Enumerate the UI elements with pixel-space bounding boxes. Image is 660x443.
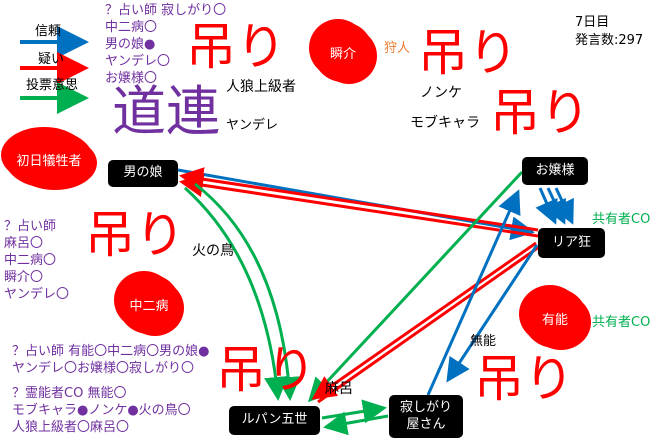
result-line: ？占い師 有能〇中二病〇男の娘● [12,344,210,359]
result-line: 麻呂〇 [4,236,44,251]
node-ojousama[interactable]: お嬢様 [522,157,588,185]
hanged-mark: 吊り [490,84,590,142]
seer-result-bottom: ？占い師 有能〇中二病〇男の娘● ヤンデレ〇お嬢様〇寂しがり〇 [12,343,209,377]
result-line: ヤンデレ〇 [105,54,171,69]
result-line: ？霊能者CO 無能〇 [12,386,127,401]
medium-result: ？霊能者CO 無能〇 モブキャラ●ノンケ●火の鳥〇 人狼上級者〇麻呂〇 [12,385,191,436]
dead-node-yuunou[interactable]: 有能 [523,288,587,348]
result-line: モブキャラ●ノンケ●火の鳥〇 [12,403,191,418]
role-sharer: 共有者CO [592,212,651,227]
dead-node-chuunibyou[interactable]: 中二病 [118,274,180,334]
role-hunter: 狩人 [384,41,411,56]
role-sharer: 共有者CO [592,315,651,330]
result-line: ？占い師 寂しがり〇 [105,3,227,18]
legend-arrows [20,26,89,114]
name-mobu: モブキャラ [410,115,480,131]
name-maro: 麻呂 [325,381,353,397]
seer-result-top: ？占い師 寂しがり〇 中二病〇 男の娘● ヤンデレ〇 お嬢様〇 [105,2,226,87]
hanged-mark: 吊り [418,24,518,82]
day-label: 7日目 [575,15,610,30]
name-yandere: ヤンデレ [226,118,279,133]
node-sabishigari[interactable]: 寂しがり 屋さん [389,395,463,438]
legend-trust: 信頼 [35,24,62,39]
hanged-mark: 吊り [216,341,316,399]
result-line: お嬢様〇 [105,71,158,86]
result-line: ？占い師 [4,219,57,234]
result-line: 人狼上級者〇麻呂〇 [12,420,130,435]
node-otokonoko[interactable]: 男の娘 [108,160,178,187]
result-line: ヤンデレ〇お嬢様〇寂しがり〇 [12,361,195,376]
result-line: 男の娘● [105,37,156,52]
seer-result-left: ？占い師 麻呂〇 中二病〇 瞬介〇 ヤンデレ〇 [4,218,69,303]
name-hinotori: 火の鳥 [192,243,234,259]
status: 7日目 発言数:297 [575,14,643,50]
dead-node-shunsuke[interactable]: 瞬介 [313,22,373,82]
name-jinrou: 人狼上級者 [226,79,296,95]
result-line: 中二病〇 [4,253,57,268]
result-line: ヤンデレ〇 [4,287,70,302]
node-label: 寂しがり [399,399,452,415]
name-munou: 無能 [470,334,497,349]
result-line: 中二病〇 [105,20,158,35]
legend-doubt: 疑い [38,52,65,67]
post-count: 発言数:297 [575,33,644,48]
hanged-mark: 吊り [186,18,286,76]
node-lupin[interactable]: ルパン五世 [229,406,320,435]
hanged-mark: 吊り [474,350,574,408]
result-line: 瞬介〇 [4,270,44,285]
node-riakyou[interactable]: リア狂 [538,228,605,258]
node-label: 屋さん [406,416,446,432]
legend-vote: 投票意思 [26,78,79,93]
hanged-mark: 吊り [85,206,185,264]
dead-node-first-victim[interactable]: 初日犠牲者 [5,130,93,188]
name-nonke: ノンケ [420,85,462,101]
michizure-label: 道連 [112,80,220,143]
